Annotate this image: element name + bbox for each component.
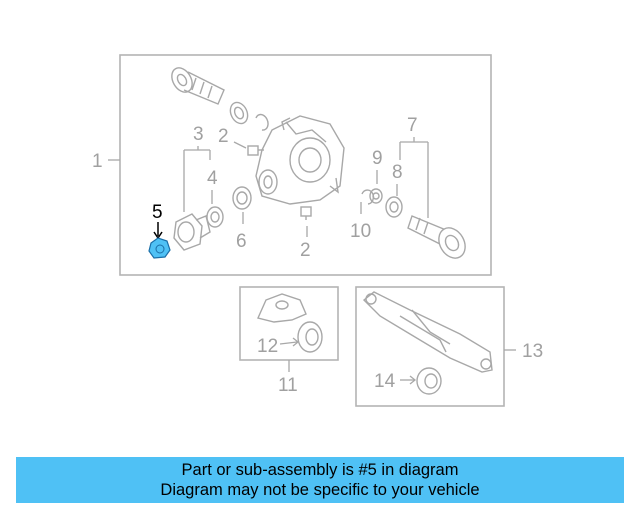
callout-8: 8 xyxy=(392,162,403,183)
banner-line-1: Part or sub-assembly is #5 in diagram xyxy=(181,461,459,479)
callout-7: 7 xyxy=(407,115,418,136)
companion-flange xyxy=(173,213,211,251)
callout-10: 10 xyxy=(350,221,371,242)
snap-ring xyxy=(255,113,269,131)
callout-12: 12 xyxy=(257,336,278,357)
callout-2-lower: 2 xyxy=(300,240,311,261)
callout-2-upper: 2 xyxy=(218,126,229,147)
main-assembly-box xyxy=(119,54,492,276)
callout-14: 14 xyxy=(374,371,396,392)
right-seal xyxy=(385,196,403,218)
side-seal xyxy=(232,186,252,210)
callout-13: 13 xyxy=(522,341,543,362)
mount-bushing xyxy=(297,321,323,353)
oil-seal xyxy=(206,206,224,228)
axle-shaft-right xyxy=(407,215,466,259)
circlip xyxy=(361,189,375,205)
crossmember-box xyxy=(355,286,505,407)
diff-mount-bracket xyxy=(257,293,307,323)
banner-line-2: Diagram may not be specific to your vehi… xyxy=(160,481,480,499)
part-info-banner: Part or sub-assembly is #5 in diagram Di… xyxy=(16,457,624,503)
parts-diagram: 1 2 2 3 4 xyxy=(92,54,543,407)
seal-ring xyxy=(229,101,249,125)
callout-5: 5 xyxy=(152,202,163,223)
drain-plug-upper xyxy=(247,145,264,156)
highlighted-part-5[interactable] xyxy=(148,237,171,259)
callout-9: 9 xyxy=(372,148,383,169)
callout-1: 1 xyxy=(92,151,103,172)
callout-6: 6 xyxy=(236,231,247,252)
rear-crossmember xyxy=(362,291,493,373)
callout-4: 4 xyxy=(207,168,218,189)
differential-housing xyxy=(255,115,345,205)
axle-shaft-left xyxy=(171,67,225,105)
drain-plug-lower xyxy=(300,206,312,220)
callout-3: 3 xyxy=(193,124,204,145)
crossmember-bushing xyxy=(416,367,442,395)
callout-11: 11 xyxy=(278,375,298,396)
